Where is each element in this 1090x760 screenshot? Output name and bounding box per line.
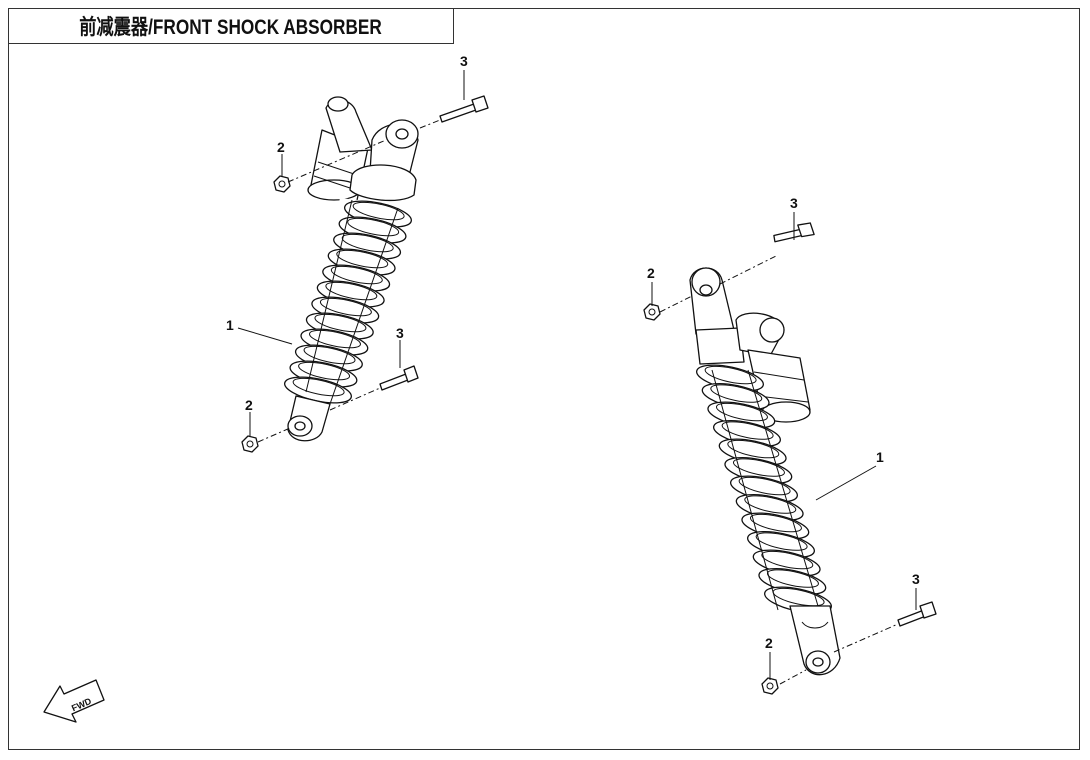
left-bottom-bolt: [379, 365, 419, 391]
left-spring-coil-inner: [314, 313, 367, 333]
right-spring-coil-inner: [761, 550, 814, 570]
right-top-nut: [643, 303, 661, 321]
right-spring-coil-inner: [738, 476, 791, 496]
left-top-mount: [349, 119, 419, 202]
right-top-bolt: [773, 222, 815, 243]
right-bottom-nut: [761, 677, 779, 695]
left-spring-coil-inner: [309, 329, 361, 349]
title-box: 前减震器/FRONT SHOCK ABSORBER: [8, 8, 454, 44]
right-spring-coil-inner: [704, 365, 757, 385]
callout-right-nut-bottom: 2: [765, 635, 773, 651]
left-spring-coil-inner: [298, 361, 351, 381]
left-spring-coil-inner: [292, 377, 345, 397]
callout-left-nut-bottom: 2: [245, 397, 253, 413]
callout-left-bolt-top: 3: [460, 53, 468, 69]
left-spring-coil-inner: [336, 249, 389, 269]
left-spring-coil-inner: [325, 281, 378, 301]
left-spring-coil-inner: [352, 201, 405, 221]
left-spring-coil-inner: [303, 345, 356, 365]
right-spring-coil-inner: [715, 402, 768, 422]
left-top-bolt: [439, 95, 489, 123]
right-spring-coil-inner: [744, 495, 797, 514]
callout-left-nut-top: 2: [277, 139, 285, 155]
left-top-nut: [273, 175, 291, 193]
callout-right-bolt-top: 3: [790, 195, 798, 211]
left-shock-absorber: 3 2 1 3 2: [226, 53, 489, 453]
left-spring: [284, 198, 412, 405]
left-spring-coil-inner: [330, 265, 383, 285]
right-spring-coil-inner: [727, 439, 780, 459]
right-spring-coil-inner: [755, 532, 808, 551]
right-bottom-mount: [789, 605, 841, 676]
right-spring-coil-inner: [749, 513, 802, 533]
right-bottom-bolt: [897, 601, 937, 627]
right-top-mount: [689, 267, 745, 365]
right-spring-coil-inner: [732, 458, 785, 477]
fwd-arrow-icon: FWD: [43, 679, 105, 723]
left-bottom-nut: [241, 435, 259, 453]
left-spring-coil-inner: [347, 217, 400, 237]
right-spring-coil-inner: [710, 384, 763, 403]
callout-left-spring: 1: [226, 317, 234, 333]
left-spring-coil-inner: [319, 297, 372, 317]
drawing-frame: [8, 8, 1080, 750]
left-bottom-mount: [287, 395, 331, 442]
callout-right-nut-top: 2: [647, 265, 655, 281]
callout-right-spring: 1: [876, 449, 884, 465]
callout-left-bolt-bottom: 3: [396, 325, 404, 341]
right-spring: [696, 364, 832, 614]
right-spring-coil-inner: [721, 421, 774, 440]
left-spring-coil-inner: [341, 233, 394, 253]
callout-right-bolt-bottom: 3: [912, 571, 920, 587]
right-reservoir: [735, 312, 811, 423]
right-shock-absorber: 3 2 1 3 2: [643, 195, 937, 695]
page-title: 前减震器/FRONT SHOCK ABSORBER: [79, 15, 382, 39]
